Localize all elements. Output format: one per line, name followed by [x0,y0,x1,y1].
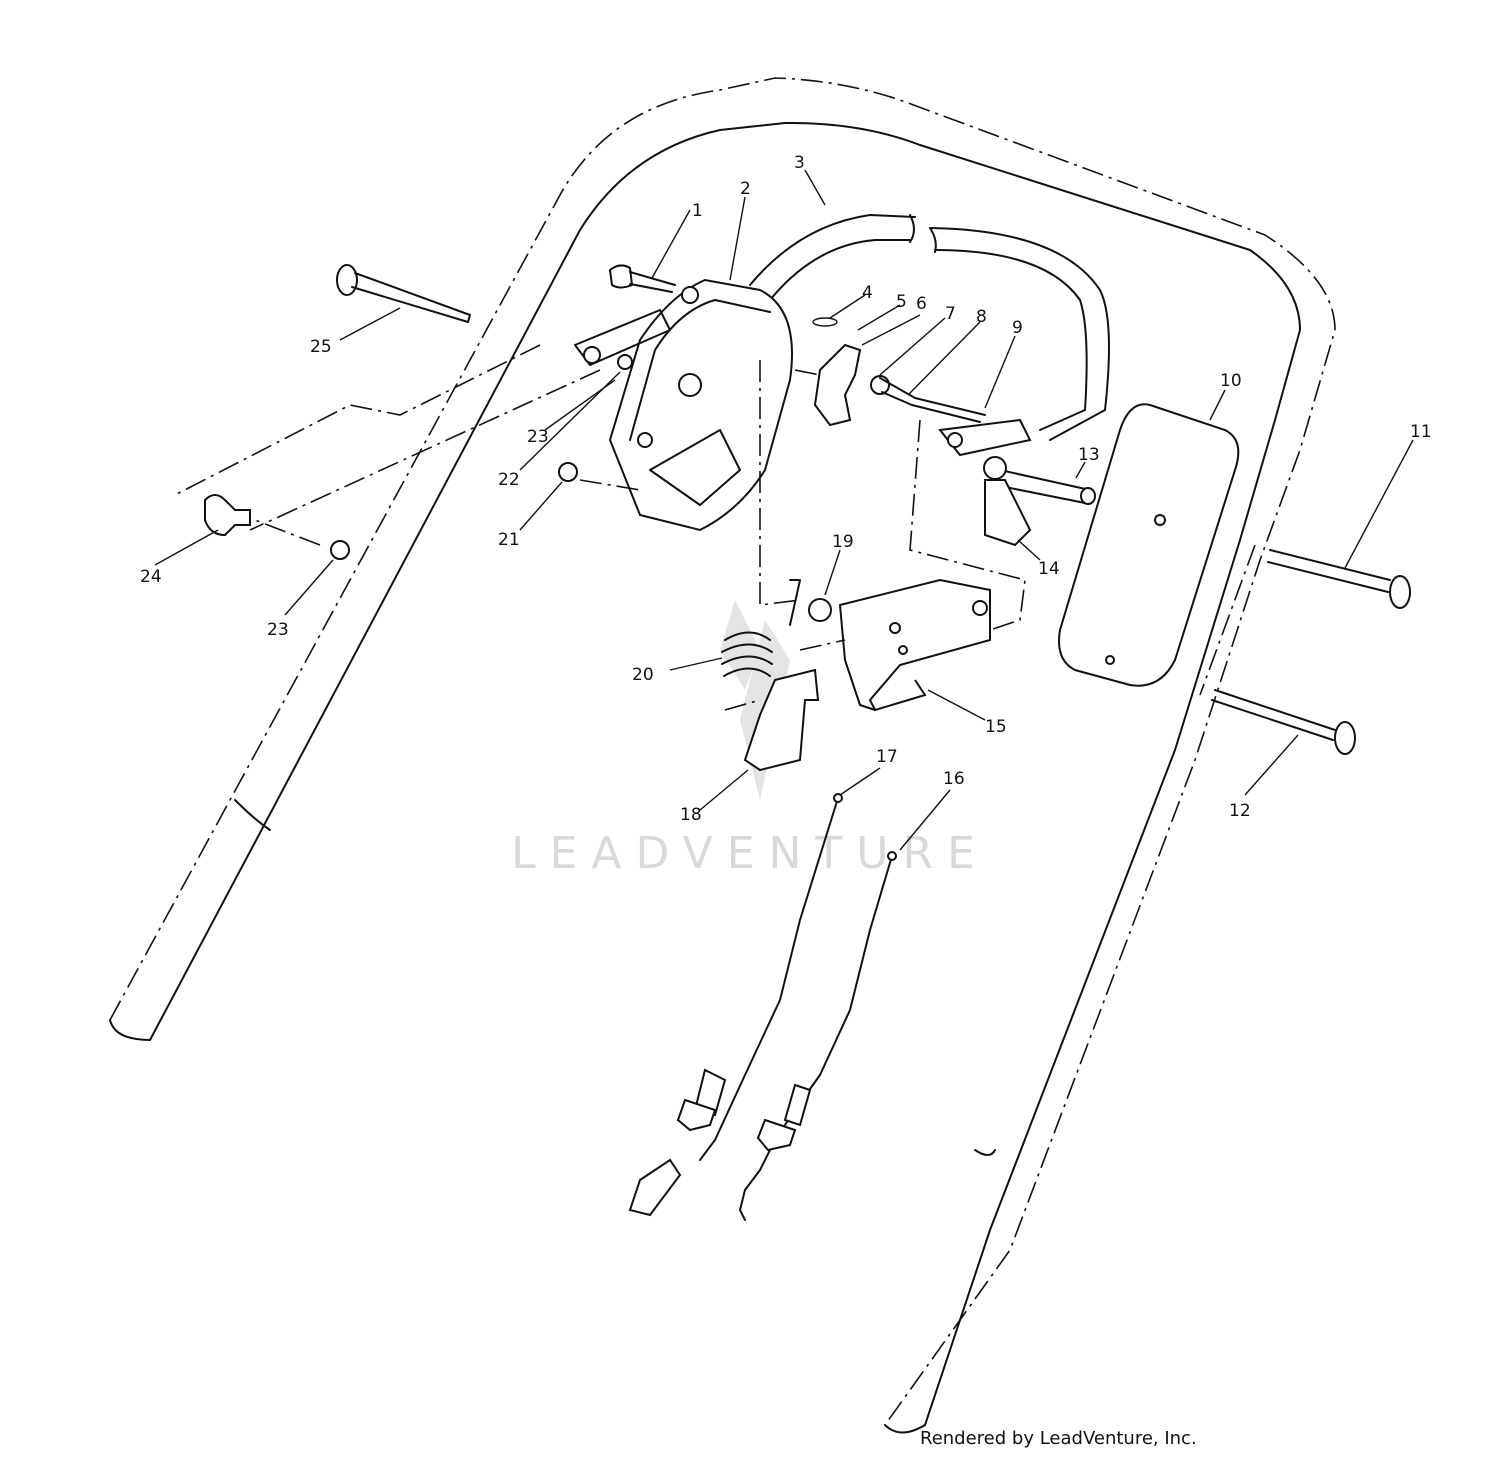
bail-bar [749,214,1110,441]
callout-20: 20 [632,665,654,685]
callout-2: 2 [740,179,751,199]
callout-labels: 1 2 3 4 5 6 7 8 9 10 11 12 13 14 15 16 1… [140,153,1432,825]
callout-23-upper: 23 [527,427,549,447]
screw-part-1 [608,264,676,293]
bracket-part-15 [839,578,991,712]
callout-5: 5 [896,292,907,312]
handle-frame [109,77,1336,1434]
callout-7: 7 [945,304,956,324]
callout-1: 1 [692,201,703,221]
callout-9: 9 [1012,318,1023,338]
lever-parts [812,317,1032,457]
callout-23-lower: 23 [267,620,289,640]
small-fasteners [204,354,633,560]
callout-11: 11 [1410,422,1432,442]
callout-10: 10 [1220,371,1242,391]
cables [628,793,897,1221]
callout-21: 21 [498,530,520,550]
bolts-right [1211,549,1411,755]
trigger-parts [721,579,832,772]
callout-13: 13 [1078,445,1100,465]
callout-22: 22 [498,470,520,490]
callout-8: 8 [976,307,987,327]
callout-6: 6 [916,294,927,314]
cover-part-10 [1058,403,1240,687]
callout-16: 16 [943,769,965,789]
callout-25: 25 [310,337,332,357]
credit-text: Rendered by LeadVenture, Inc. [920,1428,1197,1449]
watermark: LEADVENTURE [511,600,989,879]
callout-14: 14 [1038,559,1060,579]
assembly-lines [174,344,1256,711]
callout-18: 18 [680,805,702,825]
callout-3: 3 [794,153,805,173]
callout-15: 15 [985,717,1007,737]
callout-24: 24 [140,567,162,587]
watermark-text: LEADVENTURE [511,828,989,879]
callout-12: 12 [1229,801,1251,821]
callout-4: 4 [862,283,873,303]
leader-lines [154,169,1414,851]
housing-part [574,278,793,532]
callout-19: 19 [832,532,854,552]
latch-parts [983,456,1096,547]
callout-17: 17 [876,747,898,767]
bolt-part-25 [336,264,471,323]
